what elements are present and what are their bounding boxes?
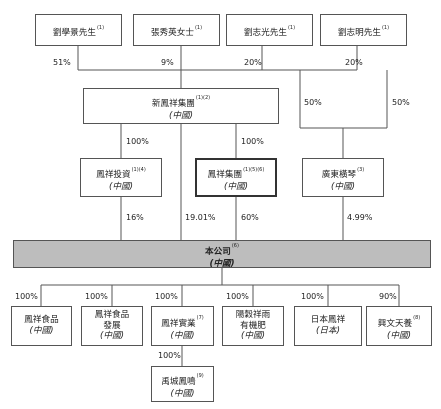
company-location: (中國) [209, 258, 235, 269]
shareholder-box: 張秀英女士(1) [133, 14, 220, 46]
pct-label: 20% [244, 58, 262, 67]
holdco-name: 新鳳祥集團 [151, 98, 195, 109]
pct-label: 100% [301, 292, 324, 301]
note-ref: (1)(5)(6) [243, 166, 265, 173]
shareholder-box: 劉志光先生(1) [226, 14, 313, 46]
subsidiary-location: (中國) [170, 330, 195, 341]
subsidiary-name: 鳳祥食品 [24, 315, 59, 326]
subsidiary-name: 興文天養 [377, 318, 413, 329]
subsidiary-box: 日本鳳祥 (日本) [294, 306, 362, 346]
pct-label: 9% [161, 58, 174, 67]
note-ref: (8) [413, 315, 421, 322]
subsidiary-box: 陽穀祥雨 有機肥 (中國) [222, 306, 284, 346]
holdco-location: (中國) [169, 110, 193, 121]
pct-label: 100% [241, 137, 264, 146]
pct-label: 90% [379, 292, 397, 301]
sub-subsidiary-box: 禹城鳳鳴(9) (中國) [151, 366, 214, 402]
pct-label: 16% [126, 213, 144, 222]
pct-label: 20% [345, 58, 363, 67]
note-ref: (9) [196, 373, 204, 380]
shareholder-box: 劉志明先生(1) [320, 14, 407, 46]
intermediate-box: 鳳祥集團(1)(5)(6) (中國) [195, 158, 277, 197]
note-ref: (1)(4) [131, 166, 146, 173]
subsidiary-box: 鳳祥食品 發展 (中國) [81, 306, 143, 346]
subsidiary-name: 鳳祥實業 [161, 318, 196, 329]
subsidiary-location: (中國) [100, 331, 124, 342]
pct-label: 51% [53, 58, 71, 67]
shareholder-name: 劉學景先生 [52, 28, 96, 38]
pct-label: 50% [304, 98, 322, 107]
subsidiary-name: 日本鳳祥 [310, 315, 346, 326]
pct-label: 100% [126, 137, 149, 146]
intermediate-box: 鳳祥投資(1)(4) (中國) [80, 158, 162, 197]
shareholder-box: 劉學景先生(1) [35, 14, 122, 46]
intermediate-location: (中國) [224, 182, 248, 193]
pct-label: 100% [226, 292, 249, 301]
shareholder-name: 張秀英女士 [150, 28, 194, 38]
pct-label: 50% [392, 98, 410, 107]
subsidiary-box: 鳳祥實業(7) (中國) [151, 306, 214, 346]
intermediate-name: 鳳祥投資 [96, 170, 131, 181]
note-ref: (3) [357, 166, 365, 173]
pct-label: 100% [158, 351, 181, 360]
company-box: 本公司(6) (中國) [13, 240, 431, 269]
shareholder-name: 劉志光先生 [243, 28, 287, 38]
note-ref: (1) [381, 24, 390, 31]
pct-label: 19.01% [185, 213, 216, 222]
subsidiary-location: (中國) [387, 330, 411, 341]
subsidiary-name: 陽穀祥雨 [235, 309, 271, 320]
sub-subsidiary-name: 禹城鳳鳴 [161, 376, 196, 387]
company-name: 本公司 [205, 246, 231, 257]
note-ref: (1) [96, 24, 105, 31]
pct-label: 100% [155, 292, 178, 301]
subsidiary-location: (中國) [29, 326, 54, 336]
sub-subsidiary-location: (中國) [170, 388, 195, 399]
subsidiary-location: (日本) [316, 326, 340, 336]
pct-label: 100% [15, 292, 38, 301]
subsidiary-box: 鳳祥食品 (中國) [11, 306, 72, 346]
note-ref: (1) [287, 24, 296, 31]
note-ref: (1) [194, 24, 203, 31]
subsidiary-box: 興文天養(8) (中國) [366, 306, 432, 346]
subsidiary-name-line2: 發展 [103, 320, 121, 331]
note-ref: (1)(2) [195, 95, 211, 102]
shareholder-name: 劉志明先生 [337, 28, 381, 38]
intermediate-name: 鳳祥集團 [207, 170, 243, 181]
subsidiary-name: 鳳祥食品 [94, 309, 130, 320]
intermediate-name: 廣東橫琴 [321, 170, 357, 181]
holdco-box: 新鳳祥集團(1)(2) (中國) [83, 88, 279, 124]
subsidiary-location: (中國) [241, 331, 265, 342]
note-ref: (6) [231, 243, 239, 250]
pct-label: 100% [85, 292, 108, 301]
note-ref: (7) [196, 315, 204, 322]
subsidiary-name-line2: 有機肥 [240, 320, 266, 331]
pct-label: 60% [241, 213, 259, 222]
pct-label: 4.99% [347, 213, 373, 222]
intermediate-location: (中國) [109, 182, 133, 193]
intermediate-box: 廣東橫琴(3) (中國) [302, 158, 384, 197]
intermediate-location: (中國) [331, 182, 355, 193]
